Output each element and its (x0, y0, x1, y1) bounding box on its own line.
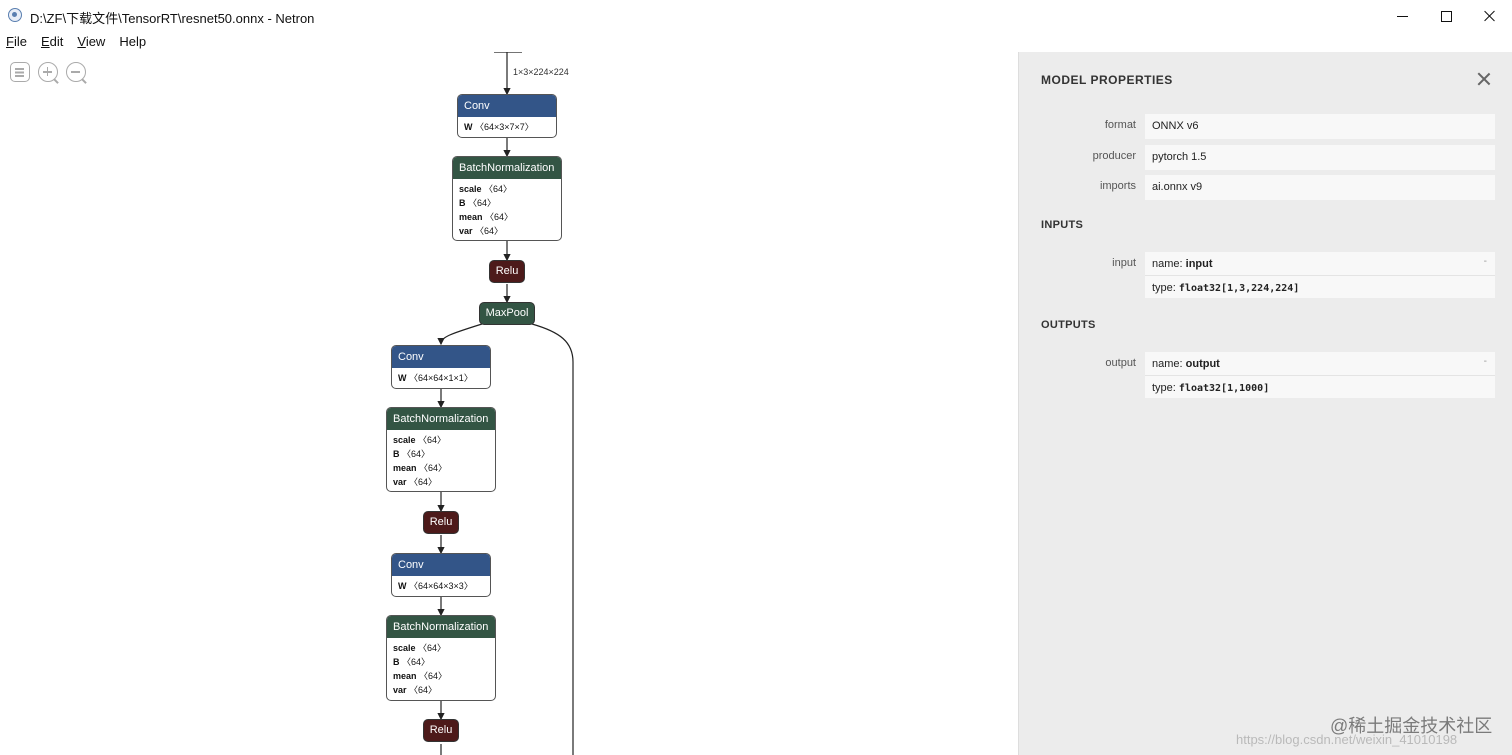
prop-label-format: format (1104, 119, 1136, 131)
node-attributes: scale 〈64〉 B 〈64〉 mean 〈64〉 var 〈64〉 (393, 643, 448, 695)
zoom-out-button[interactable] (66, 62, 87, 84)
prop-label-imports: imports (1099, 180, 1136, 192)
prop-value-producer: pytorch 1.5 (1145, 145, 1495, 170)
watermark-url: https://blog.csdn.net/weixin_41010198 (1236, 732, 1458, 747)
node-relu-3[interactable]: Relu (423, 719, 459, 742)
menu-view[interactable]: View (77, 34, 106, 49)
zoom-in-button[interactable] (38, 62, 59, 84)
node-batchnorm-1[interactable]: BatchNormalization scale 〈64〉 B 〈64〉 mea… (452, 156, 562, 241)
expand-toggle-icon[interactable]: - (1483, 356, 1487, 367)
title-bar: D:\ZF\下载文件\TensorRT\resnet50.onnx - Netr… (0, 0, 1512, 32)
watermark-text: @稀土掘金技术社区 (1330, 716, 1493, 736)
maximize-icon (1440, 10, 1452, 22)
input-edge-label: 1×3×224×224 (513, 67, 569, 77)
node-batchnorm-3[interactable]: BatchNormalization scale 〈64〉 B 〈64〉 mea… (386, 615, 496, 701)
node-relu-2[interactable]: Relu (423, 511, 459, 534)
input-argument[interactable]: name: input - type: float32[1,3,224,224] (1145, 252, 1495, 298)
graph-edges (437, 52, 574, 755)
netron-logo-icon (8, 8, 22, 22)
node-conv-3[interactable]: Conv W 〈64×64×3×3〉 (391, 553, 491, 597)
node-attributes: scale 〈64〉 B 〈64〉 mean 〈64〉 var 〈64〉 (393, 435, 448, 487)
graph-toolbar (10, 62, 87, 84)
inputs-heading: INPUTS (1041, 219, 1084, 231)
node-attributes: W 〈64×3×7×7〉 (464, 122, 534, 132)
maximize-button[interactable] (1428, 0, 1464, 32)
output-argument[interactable]: name: output - type: float32[1,1000] (1145, 352, 1495, 398)
node-title: Conv (392, 346, 490, 368)
node-title: BatchNormalization (453, 157, 561, 179)
sidebar-toggle-button[interactable] (10, 62, 30, 82)
node-maxpool[interactable]: MaxPool (479, 302, 535, 325)
menu-help[interactable]: Help (119, 34, 147, 49)
minimize-icon (1396, 15, 1408, 17)
minimize-button[interactable] (1384, 0, 1420, 32)
menu-file[interactable]: File (6, 34, 27, 49)
input-name-row: name: input - (1152, 256, 1487, 270)
graph-canvas[interactable]: 1×3×224×224 Conv W 〈64×3×7×7〉 BatchNorma… (0, 52, 1018, 755)
menu-bar: File Edit View Help (0, 32, 154, 52)
menu-edit[interactable]: Edit (40, 34, 64, 49)
node-attributes: W 〈64×64×1×1〉 (398, 373, 473, 383)
close-window-button[interactable] (1472, 0, 1508, 32)
output-name-row: name: output - (1152, 356, 1487, 370)
node-batchnorm-2[interactable]: BatchNormalization scale 〈64〉 B 〈64〉 mea… (386, 407, 496, 492)
node-attributes: scale 〈64〉 B 〈64〉 mean 〈64〉 var 〈64〉 (459, 184, 514, 236)
node-title: BatchNormalization (387, 616, 495, 638)
prop-value-imports: ai.onnx v9 (1145, 175, 1495, 200)
close-panel-button[interactable] (1477, 72, 1491, 86)
node-attributes: W 〈64×64×3×3〉 (398, 581, 473, 591)
close-icon (1484, 10, 1496, 22)
output-arg-label: output (1105, 357, 1136, 369)
prop-value-format: ONNX v6 (1145, 114, 1495, 139)
expand-toggle-icon[interactable]: - (1483, 256, 1487, 267)
node-conv-2[interactable]: Conv W 〈64×64×1×1〉 (391, 345, 491, 389)
node-title: BatchNormalization (387, 408, 495, 430)
node-relu-1[interactable]: Relu (489, 260, 525, 283)
model-properties-panel: MODEL PROPERTIES format ONNX v6 producer… (1018, 52, 1512, 755)
input-arg-label: input (1112, 257, 1136, 269)
node-title: Conv (458, 95, 556, 117)
panel-title: MODEL PROPERTIES (1041, 73, 1173, 87)
node-title: Conv (392, 554, 490, 576)
window-title: D:\ZF\下载文件\TensorRT\resnet50.onnx - Netr… (30, 11, 315, 26)
output-type-row: type: float32[1,1000] (1145, 375, 1495, 398)
prop-label-producer: producer (1092, 150, 1136, 162)
outputs-heading: OUTPUTS (1041, 319, 1096, 331)
input-type-row: type: float32[1,3,224,224] (1145, 275, 1495, 298)
node-conv-1[interactable]: Conv W 〈64×3×7×7〉 (457, 94, 557, 138)
